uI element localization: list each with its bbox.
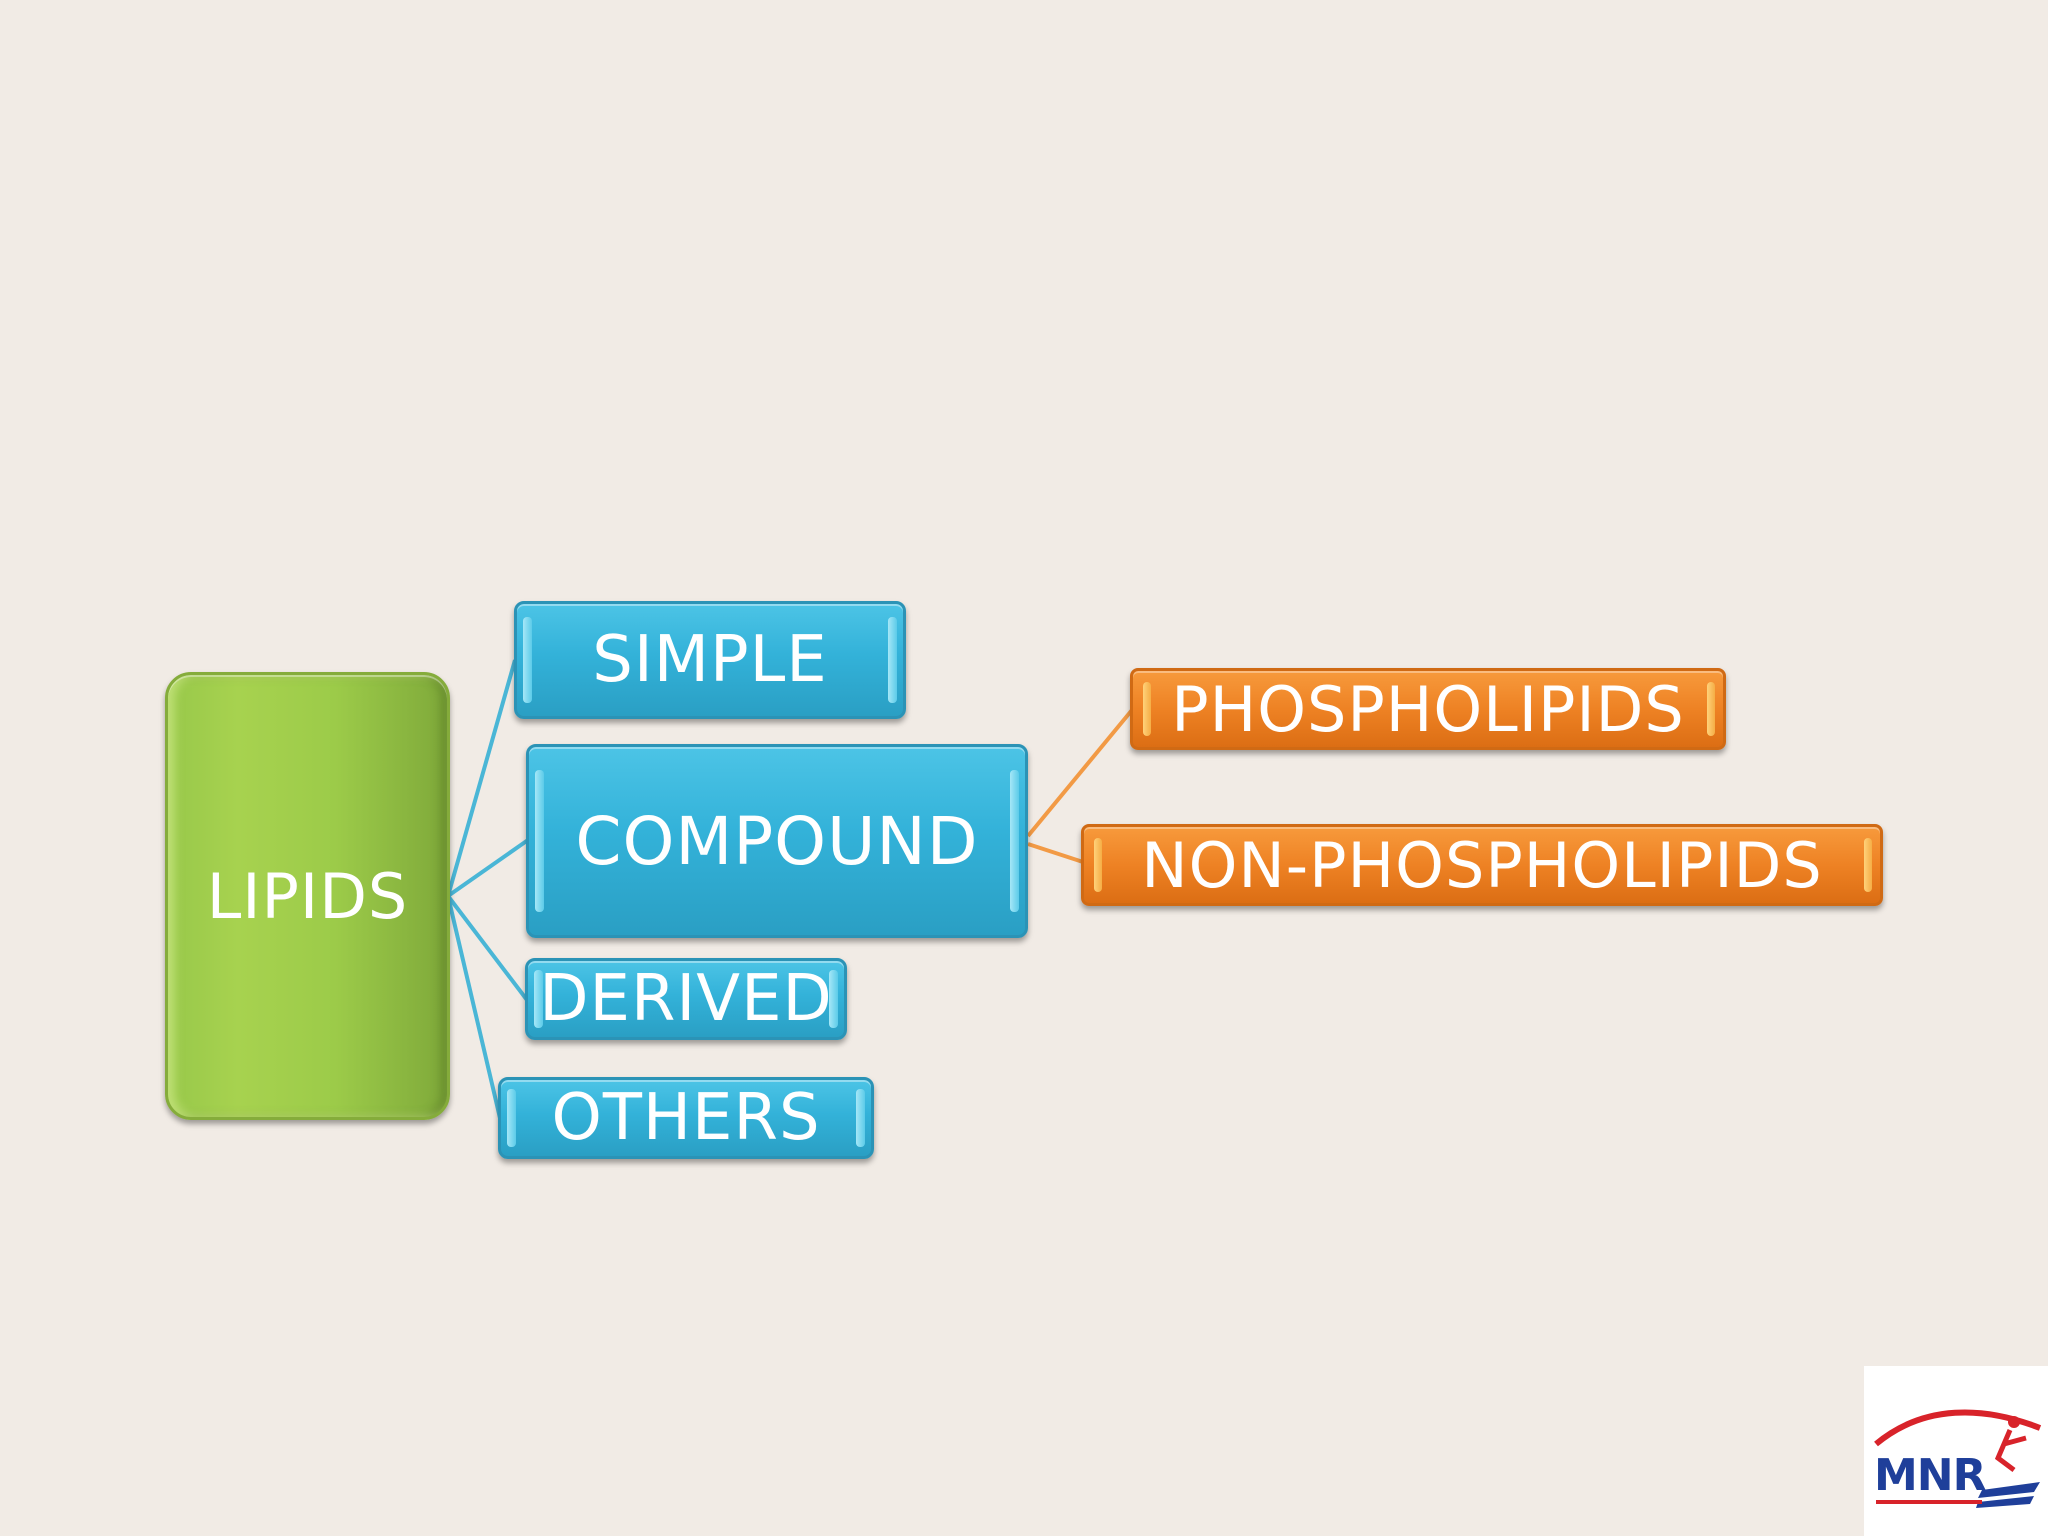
node-others: OTHERS bbox=[498, 1077, 874, 1159]
connector-lipids-derived bbox=[446, 894, 529, 1002]
node-lipids: LIPIDS bbox=[165, 672, 450, 1120]
node-lipids-label: LIPIDS bbox=[206, 859, 409, 933]
node-derived-label: DERIVED bbox=[539, 962, 833, 1036]
node-non-phospholipids: NON-PHOSPHOLIPIDS bbox=[1081, 824, 1883, 906]
mnr-logo: MNR bbox=[1864, 1366, 2048, 1536]
connector-lipids-simple bbox=[446, 659, 517, 897]
runner-logo-icon bbox=[1874, 1409, 2042, 1508]
node-simple: SIMPLE bbox=[514, 601, 906, 719]
connector-compound-phospholipids bbox=[1026, 708, 1134, 838]
connector-compound-nonphospholipids bbox=[1027, 842, 1084, 864]
connector-lipids-others bbox=[446, 895, 502, 1119]
node-others-label: OTHERS bbox=[551, 1081, 821, 1155]
node-derived: DERIVED bbox=[525, 958, 847, 1040]
logo-text: MNR bbox=[1874, 1450, 1986, 1501]
node-compound: COMPOUND bbox=[526, 744, 1028, 938]
node-phospholipids: PHOSPHOLIPIDS bbox=[1130, 668, 1726, 750]
node-phospholipids-label: PHOSPHOLIPIDS bbox=[1171, 672, 1685, 746]
node-compound-label: COMPOUND bbox=[575, 802, 979, 880]
connector-lipids-compound bbox=[446, 838, 530, 898]
node-simple-label: SIMPLE bbox=[592, 623, 828, 697]
node-non-phospholipids-label: NON-PHOSPHOLIPIDS bbox=[1141, 828, 1823, 902]
